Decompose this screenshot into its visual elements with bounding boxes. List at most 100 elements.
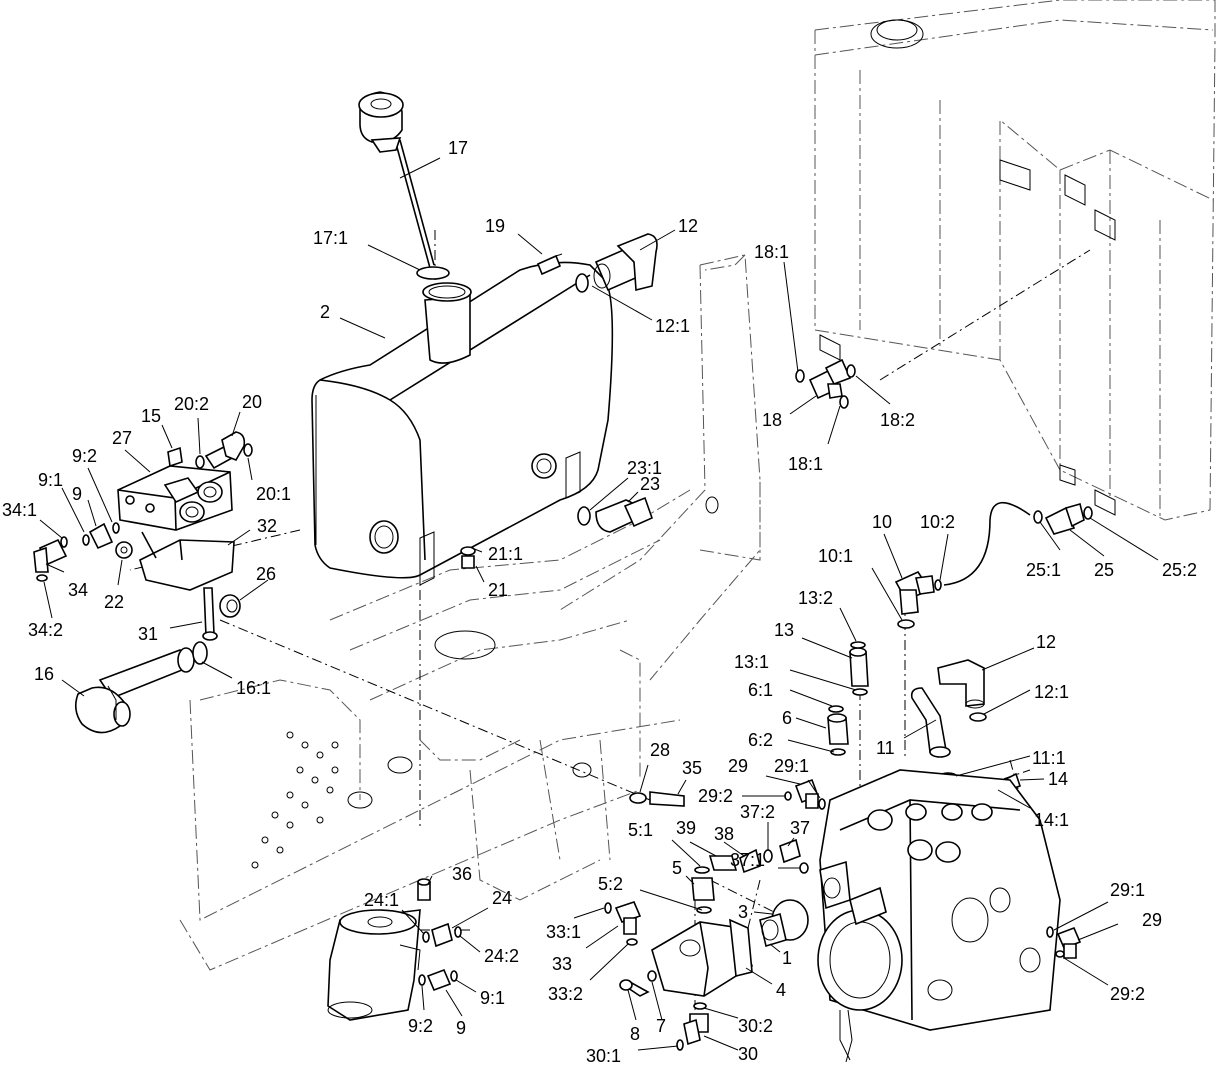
callout-13-2: 13:2: [798, 588, 833, 608]
callout-9-2-top: 9:2: [72, 446, 97, 466]
callout-20-2: 20:2: [174, 394, 209, 414]
callout-16-1: 16:1: [236, 678, 271, 698]
o-ring-33-2: [626, 938, 638, 946]
callout-20-1: 20:1: [256, 484, 291, 504]
o-ring-20-2: [195, 455, 205, 469]
o-ring-12-1-right: [969, 712, 987, 722]
frame-phantom: [179, 254, 761, 971]
o-ring-5-1: [694, 866, 710, 874]
callout-19: 19: [485, 216, 505, 236]
o-ring-12-1-top: [575, 273, 589, 293]
callout-29-top: 29: [728, 756, 748, 776]
tee-fitting-18: [808, 358, 852, 400]
callout-5-1: 5:1: [628, 820, 653, 840]
gear-pump-4: [651, 918, 753, 997]
washer-7: [647, 970, 657, 982]
callout-34-1: 34:1: [2, 500, 37, 520]
o-ring-9-2-top: [112, 522, 120, 534]
bolt-35: [649, 791, 685, 807]
callout-18-1-top: 18:1: [754, 242, 789, 262]
callout-18: 18: [762, 410, 782, 430]
callout-30: 30: [738, 1044, 758, 1064]
o-ring-23-1: [577, 506, 591, 526]
o-ring-37-1: [799, 862, 809, 874]
callout-34: 34: [68, 580, 88, 600]
callout-14: 14: [1048, 769, 1068, 789]
callout-3: 3: [738, 902, 748, 922]
o-ring-13-1: [852, 688, 868, 696]
fitting-38: [739, 848, 761, 874]
elbow-fitting-right: [937, 659, 985, 709]
o-ring-10-2: [934, 579, 942, 591]
callout-6-2: 6:2: [748, 730, 773, 750]
callout-1: 1: [782, 948, 792, 968]
callout-33-2: 33:2: [548, 984, 583, 1004]
callout-10-2: 10:2: [920, 512, 955, 532]
fitting-25: [1044, 503, 1085, 535]
callout-27: 27: [112, 428, 132, 448]
o-ring-24-2: [454, 926, 462, 938]
o-ring-29-1-right: [1046, 926, 1054, 938]
callout-6-1: 6:1: [748, 680, 773, 700]
o-ring-9-1-bottom: [450, 970, 458, 982]
callout-25-1: 25:1: [1026, 560, 1061, 580]
callout-24-1: 24:1: [364, 890, 399, 910]
callout-4: 4: [776, 980, 786, 1000]
hose-11: [910, 687, 951, 758]
callout-25: 25: [1094, 560, 1114, 580]
o-ring-33-1: [604, 902, 612, 914]
tank-outlet-fitting: [595, 496, 653, 533]
o-ring-29-1-top: [818, 798, 826, 810]
grommet-26: [219, 594, 241, 618]
callout-13: 13: [774, 620, 794, 640]
callout-38: 38: [714, 824, 734, 844]
callout-35: 35: [682, 758, 702, 778]
callout-23: 23: [640, 474, 660, 494]
frame-hole-pattern: [251, 731, 339, 869]
callout-21-1: 21:1: [488, 544, 523, 564]
callout-26: 26: [256, 564, 276, 584]
o-ring-18-1-top: [795, 369, 805, 383]
callout-10-1: 10:1: [818, 546, 853, 566]
o-ring-29-2-right: [1055, 950, 1065, 958]
o-ring-10-1: [897, 619, 915, 629]
washer-28: [629, 792, 647, 804]
callout-12-top: 12: [678, 216, 698, 236]
o-ring-17-1: [416, 266, 450, 280]
callout-8: 8: [630, 1024, 640, 1044]
elbow-fitting-top: [593, 233, 658, 292]
callout-22: 22: [104, 592, 124, 612]
callout-32: 32: [257, 516, 277, 536]
mounting-bracket-32: [139, 531, 235, 591]
fitting-6: [827, 713, 849, 745]
valve-fitting-15: [167, 446, 183, 468]
callout-24-2: 24:2: [484, 946, 519, 966]
callout-33-1: 33:1: [546, 922, 581, 942]
callout-29-1-right: 29:1: [1110, 880, 1145, 900]
o-ring-30-2: [693, 1002, 707, 1010]
callout-15: 15: [141, 406, 161, 426]
hydraulic-tank: [311, 261, 614, 586]
callout-11: 11: [876, 738, 895, 758]
o-ring-25-2: [1083, 506, 1093, 520]
callout-29-2-top: 29:2: [698, 786, 733, 806]
o-ring-5-2: [696, 906, 712, 914]
callout-5: 5: [672, 858, 682, 878]
bolt-31: [202, 587, 218, 641]
o-ring-13-2: [850, 641, 866, 649]
callout-29-right: 29: [1142, 910, 1162, 930]
o-ring-24-1: [422, 931, 430, 943]
bolt-36: [417, 878, 431, 901]
o-ring-9-2-bottom: [418, 974, 426, 986]
elbow-fitting-30: [683, 1013, 709, 1046]
callout-16: 16: [34, 664, 54, 684]
callout-14-1: 14:1: [1034, 810, 1069, 830]
callout-18-2: 18:2: [880, 410, 915, 430]
o-ring-25-1: [1033, 510, 1043, 524]
tube-to-radiator: [943, 501, 1031, 586]
callout-37: 37: [790, 818, 810, 838]
callout-28: 28: [650, 740, 670, 760]
fitting-24: [431, 922, 453, 948]
tank-drain-plug: [460, 546, 476, 569]
